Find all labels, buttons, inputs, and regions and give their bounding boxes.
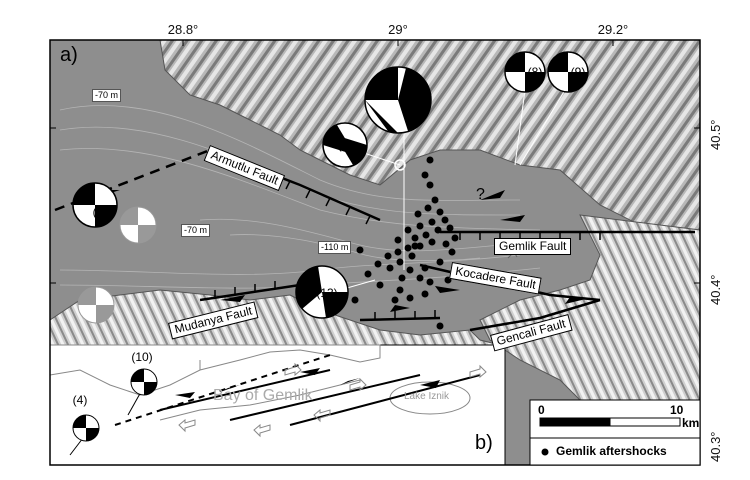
longitude-tick: 29.2° xyxy=(597,22,629,37)
legend-dot-icon xyxy=(541,448,549,456)
longitude-tick: 28.8° xyxy=(167,22,199,37)
bay-of-gemlik-label: Bay of Gemlik xyxy=(213,387,313,404)
depth-label: -70 m xyxy=(181,224,211,237)
aftershock-dots xyxy=(351,156,464,330)
inset-extension-arrows xyxy=(178,362,487,438)
epicenter-marker xyxy=(394,159,406,171)
event-label-13: (13) xyxy=(316,286,338,300)
leader-lines xyxy=(339,89,566,291)
gemlik-fault-label: Gemlik Fault xyxy=(494,238,572,255)
depth-label: -70 m xyxy=(92,89,122,102)
event-label-4: (4) xyxy=(72,393,88,407)
panel-b-label: b) xyxy=(475,432,493,454)
latitude-tick: 40.3° xyxy=(708,431,723,462)
legend-aftershocks-label: Gemlik aftershocks xyxy=(556,444,667,458)
event-label-5: (5) xyxy=(337,138,353,152)
longitude-tick: 29° xyxy=(388,22,408,37)
depth-label: -110 m xyxy=(318,241,352,254)
frame-ticks xyxy=(50,40,700,441)
latitude-tick: 40.4° xyxy=(708,274,723,305)
scale-unit: km xyxy=(682,416,700,430)
scale-zero: 0 xyxy=(538,403,545,417)
event-label-9: (9) xyxy=(570,65,586,79)
inset-coast-south xyxy=(159,379,361,421)
inset-faults xyxy=(114,354,481,426)
event-label-2: (2) xyxy=(400,91,420,109)
panel-a-label: a) xyxy=(60,44,78,66)
scale-bar-light xyxy=(609,417,681,427)
focal-mechanisms xyxy=(72,51,589,442)
question-mark: ? xyxy=(476,186,485,203)
scale-bar-dark xyxy=(539,417,611,427)
map-frame xyxy=(49,39,701,466)
inset-fault-arrows xyxy=(175,368,440,398)
scale-legend-box xyxy=(529,399,701,466)
latitude-tick: 40.5° xyxy=(708,119,723,150)
scale-ten: 10 xyxy=(670,403,684,417)
event-label-8: (8) xyxy=(527,65,543,79)
event-label-10: (10) xyxy=(131,350,153,364)
lake-iznik-label: Lake Iznik xyxy=(404,391,450,402)
event-label-6: (6) xyxy=(92,205,108,219)
